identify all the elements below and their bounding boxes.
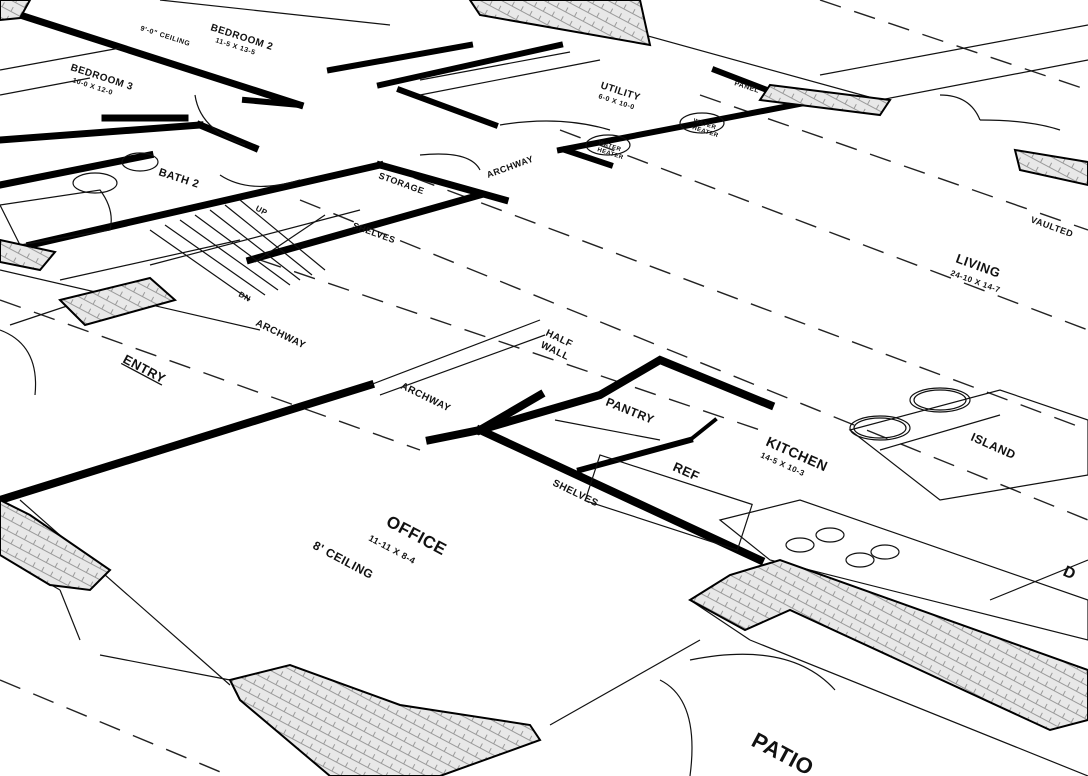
masonry-corner xyxy=(0,0,32,22)
masonry-office-bottom xyxy=(228,663,542,776)
masonry-office-left xyxy=(0,498,112,592)
staircase xyxy=(59,199,361,301)
masonry-top-right xyxy=(758,83,892,117)
office-ceiling: 8' CEILING xyxy=(311,538,376,582)
stair-dn-label: DN xyxy=(237,290,252,304)
island-label: ISLAND xyxy=(969,430,1018,462)
bedroom2-ceiling: 9'-0" CEILING xyxy=(139,25,191,48)
kitchen-walls xyxy=(474,355,1088,641)
archway-label-top: ARCHWAY xyxy=(485,154,535,180)
masonry-top xyxy=(468,0,652,47)
archway-label-entry: ARCHWAY xyxy=(254,318,308,352)
masonry-entry-left xyxy=(0,238,57,272)
bath2-name: BATH 2 xyxy=(157,166,201,190)
bedroom-wing-walls xyxy=(0,0,1088,265)
entry-label: ENTRY xyxy=(121,351,169,386)
partial-label-right: D xyxy=(1060,563,1078,583)
stair-up-label: UP xyxy=(254,204,269,218)
pantry-label: PANTRY xyxy=(604,395,657,427)
masonry-right-edge xyxy=(1013,148,1088,187)
ref-label: REF xyxy=(671,459,702,484)
masonry-patio xyxy=(688,558,1088,732)
archway-label-office: ARCHWAY xyxy=(399,381,453,415)
masonry-entry-column xyxy=(58,276,178,327)
patio-label: PATIO xyxy=(748,727,818,776)
